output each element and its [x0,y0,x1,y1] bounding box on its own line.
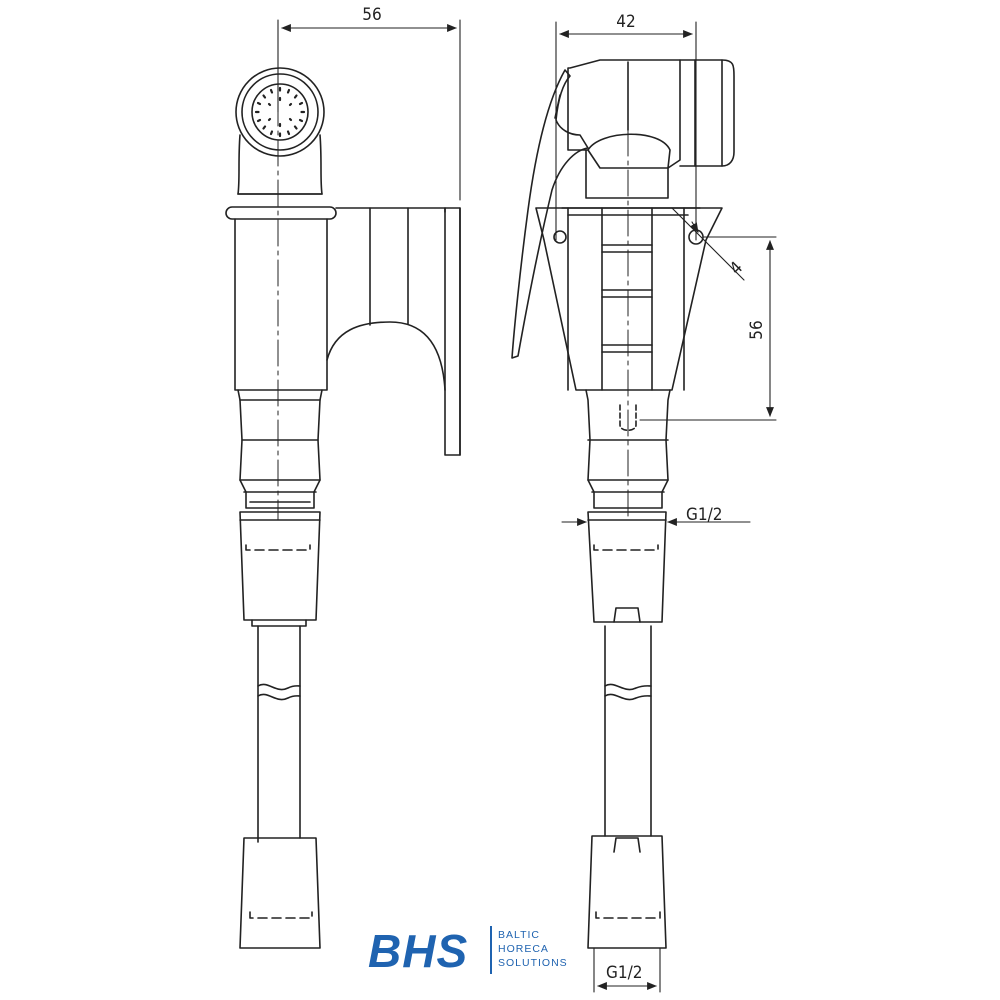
logo-tagline-line-3: SOLUTIONS [498,957,568,969]
side-spray-head [225,67,337,220]
logo-tagline: BALTIC HORECA SOLUTIONS [498,928,568,970]
front-lever [511,69,589,359]
front-holder [535,207,723,391]
side-hose [251,619,307,839]
logo-tagline-line-2: HORECA [498,943,549,955]
side-hose-connector [237,389,323,509]
side-holder-body [234,207,461,456]
front-view [511,59,735,949]
dimension-thread-bottom [593,947,661,993]
dimension-56-width [277,19,461,201]
dim-label-56-width: 56 [362,5,381,25]
dimension-42-width [555,21,697,241]
dim-label-56-height: 56 [747,320,767,339]
dim-label-42-width: 42 [616,12,635,32]
side-bottom-fitting [239,837,321,949]
logo-divider [490,926,492,974]
dim-label-thread-bottom: G1/2 [606,963,642,983]
bhs-logo-mark: BHS [368,925,469,977]
dimension-orifice-leader [671,207,745,281]
logo-tagline-line-1: BALTIC [498,929,540,941]
dim-label-thread-top: G1/2 [686,505,722,525]
dim-label-orifice: 4 [726,258,747,279]
dimension-56-height [639,236,777,421]
spray-nozzle-holes [254,86,306,138]
front-head [567,59,735,199]
front-bottom-fitting [587,835,667,949]
side-view [225,59,461,949]
front-hose [604,625,652,837]
side-hose-nut [239,511,321,621]
front-hose-nut [587,511,667,623]
